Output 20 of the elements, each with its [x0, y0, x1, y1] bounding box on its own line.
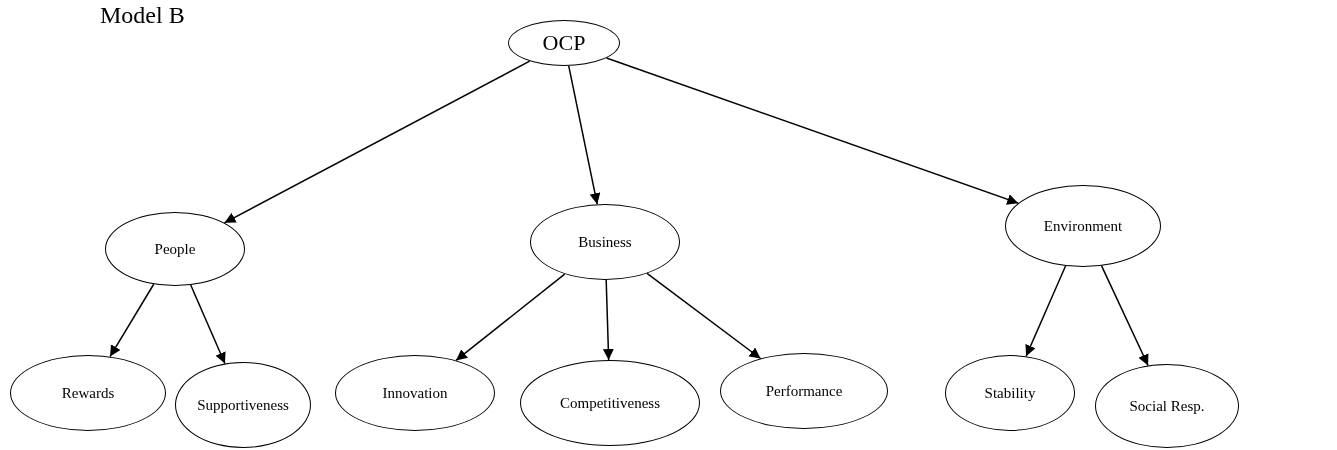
ellipse-node — [508, 20, 620, 66]
node-label: Social Resp. — [1129, 397, 1205, 415]
node-label: Performance — [765, 382, 843, 400]
diagram-title: Model B — [100, 2, 185, 29]
arrow — [1025, 265, 1067, 357]
arrow — [605, 57, 1019, 205]
arrow — [567, 65, 601, 205]
arrow — [602, 279, 614, 361]
node-label: Competitiveness — [560, 394, 660, 412]
arrow — [223, 60, 531, 224]
arrow — [455, 273, 566, 362]
node-label: Environment — [1043, 217, 1123, 235]
node-label: Supportiveness — [197, 396, 289, 414]
node-label: People — [154, 240, 196, 258]
node-label: OCP — [542, 30, 586, 56]
arrow — [646, 272, 762, 360]
node-label: Stability — [984, 384, 1036, 402]
node-label: Innovation — [382, 384, 448, 402]
node-label: Business — [578, 233, 632, 251]
node-label: Rewards — [61, 384, 115, 402]
